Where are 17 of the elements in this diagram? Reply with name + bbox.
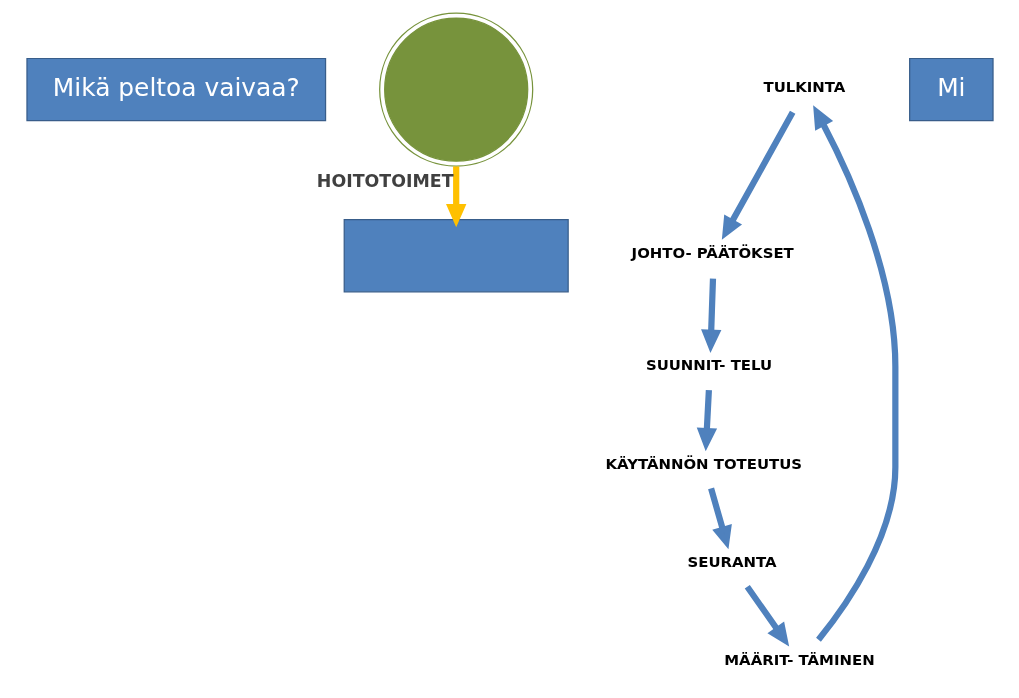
node-text: KÄYTÄNNÖN TOTEUTUS xyxy=(604,454,802,473)
arrow xyxy=(696,390,717,452)
arrow xyxy=(744,584,789,647)
node-text: JOHTO- PÄÄTÖKSET xyxy=(631,244,794,263)
node-box: Mikä peltoa vaivaa? xyxy=(25,57,326,122)
node-text: MÄÄRIT- TÄMINEN xyxy=(723,651,875,670)
arrow xyxy=(812,105,898,642)
node-box xyxy=(343,219,569,293)
node-text: TULKINTA xyxy=(762,78,845,97)
arrow xyxy=(445,166,466,228)
arrow xyxy=(721,110,795,240)
arrow xyxy=(700,278,721,353)
node-box: Mi xyxy=(908,57,994,122)
node-text: SUUNNIT- TELU xyxy=(645,356,772,375)
node-text: SEURANTA xyxy=(687,552,777,571)
arrow xyxy=(707,487,732,550)
node-gear xyxy=(378,12,533,167)
